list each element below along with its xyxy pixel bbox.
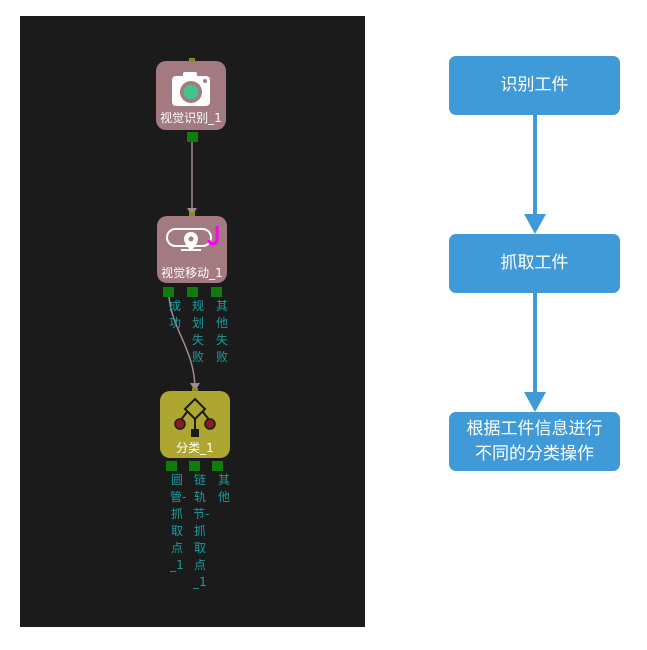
- move-port-label-other-fail: 其他失败: [215, 299, 228, 364]
- wire-arrowhead-2: [190, 383, 200, 391]
- classify-port-other[interactable]: [212, 461, 223, 471]
- move-port-plan-fail[interactable]: [187, 287, 198, 297]
- classify-port-chain[interactable]: [189, 461, 200, 471]
- classify-port-label-chain: 链轨节-抓取点_1: [193, 473, 210, 589]
- vision-move-node[interactable]: 视觉移动_1: [157, 216, 227, 283]
- classify-node-label: 分类_1: [176, 441, 214, 455]
- branch-icon: [174, 397, 216, 437]
- flow-arrowhead-2: [524, 392, 546, 412]
- vision-recognition-node[interactable]: 视觉识别_1: [156, 61, 226, 130]
- wire-move-to-classify: [168, 296, 196, 391]
- move-port-success[interactable]: [163, 287, 174, 297]
- path-move-icon: [166, 226, 219, 251]
- flow-step-grab: 抓取工件: [449, 234, 620, 293]
- flow-step-classify: 根据工件信息进行不同的分类操作: [449, 412, 620, 471]
- move-port-label-plan-fail: 规划失败: [191, 299, 204, 364]
- flow-arrowhead-1: [524, 214, 546, 234]
- vision-node-output-port[interactable]: [187, 132, 198, 142]
- move-port-label-success: 成功: [168, 299, 181, 330]
- classify-port-label-tube: 圆管-抓取点_1: [170, 473, 187, 572]
- flow-step-recognize: 识别工件: [449, 56, 620, 115]
- classify-port-tube[interactable]: [166, 461, 177, 471]
- move-node-input-port[interactable]: [189, 212, 195, 218]
- move-node-label: 视觉移动_1: [161, 266, 223, 280]
- classify-port-label-other: 其他: [217, 473, 230, 504]
- camera-icon: [172, 72, 210, 106]
- vision-node-label: 视觉识别_1: [160, 111, 222, 125]
- move-port-other-fail[interactable]: [211, 287, 222, 297]
- classify-node[interactable]: 分类_1: [160, 391, 230, 458]
